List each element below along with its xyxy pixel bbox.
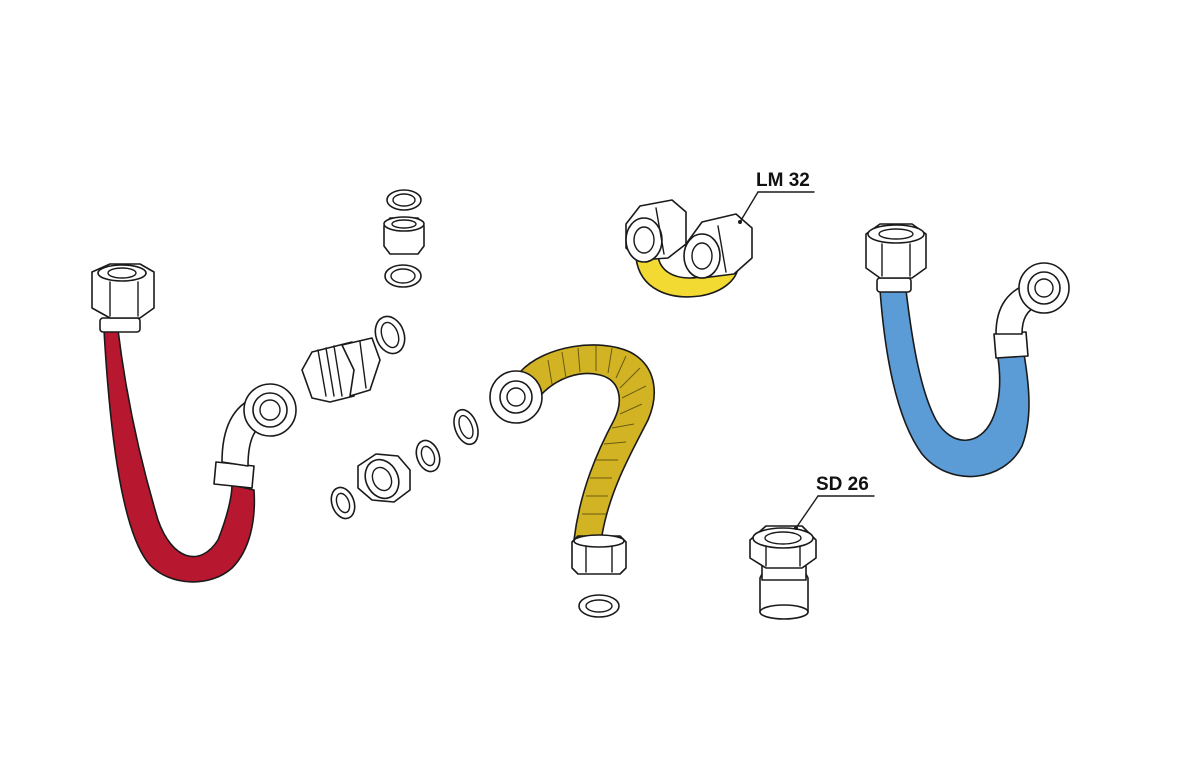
- yellow-corrugated-gas-hose: [489, 344, 655, 618]
- flat-gasket: [386, 189, 422, 211]
- red-hose-top-ferrule: [99, 317, 141, 333]
- blue-hose-swivel-nut: [1018, 262, 1070, 314]
- compression-nut: [383, 216, 425, 255]
- sd26-callout: SD 26: [794, 474, 875, 530]
- lm32-left-nut: [625, 199, 687, 263]
- blue-hose-top-ferrule: [876, 277, 912, 293]
- flat-gasket: [415, 439, 441, 473]
- yellow-hose-body: [519, 344, 655, 541]
- male-nipple-adapter: [301, 337, 381, 403]
- sd26-leader-line: [795, 495, 819, 529]
- blue-hose-bottom-ferrule: [993, 331, 1029, 359]
- flat-gasket: [374, 315, 406, 355]
- flat-gasket: [453, 408, 479, 446]
- lm32-callout: LM 32: [738, 170, 815, 224]
- top-gasket-stack: [374, 189, 425, 355]
- lower-gasket-row: [330, 408, 479, 520]
- blue-hose-body: [879, 289, 1030, 478]
- sd26-label: SD 26: [816, 474, 869, 495]
- flat-gasket: [384, 264, 422, 288]
- red-flexible-hose: [91, 263, 297, 583]
- red-hose-body: [103, 329, 256, 583]
- sd26-straight-connector: [749, 525, 817, 620]
- lm32-elbow-connector: [625, 199, 753, 298]
- lm32-leader-line: [739, 191, 759, 223]
- compression-nut: [357, 453, 411, 503]
- lm32-label: LM 32: [756, 170, 810, 191]
- yellow-hose-bottom-nut: [571, 534, 627, 575]
- blue-flexible-hose: [865, 223, 1070, 478]
- flat-gasket: [330, 486, 356, 520]
- red-hose-swivel-nut: [243, 383, 297, 437]
- lm32-right-nut: [683, 213, 753, 279]
- yellow-hose-swivel-nut: [489, 370, 543, 424]
- flat-gasket: [578, 594, 620, 618]
